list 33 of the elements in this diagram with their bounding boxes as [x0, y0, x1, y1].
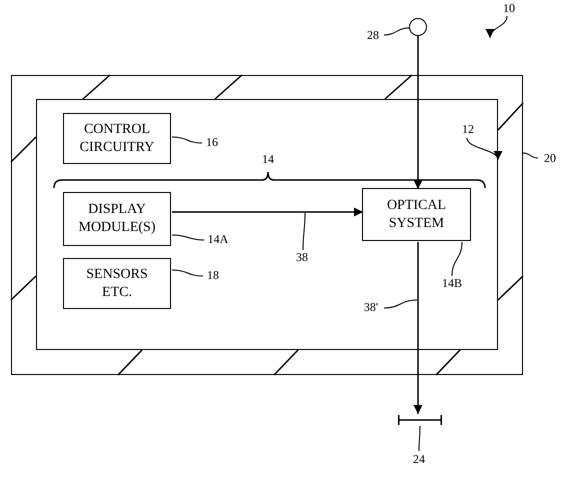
optics-block: OPTICAL SYSTEM — [362, 188, 471, 241]
circuit-block: CONTROL CIRCUITRY — [63, 113, 171, 164]
leader-line — [172, 270, 204, 276]
reference-numeral: 20 — [538, 150, 562, 166]
display-block: DISPLAY MODULE(S) — [63, 192, 171, 246]
reference-numeral: 38 — [291, 249, 313, 265]
reference-numeral: 14 — [261, 151, 275, 167]
leader-line — [172, 136, 202, 144]
reference-numeral: 18 — [202, 267, 224, 283]
reference-numeral: 24 — [408, 451, 430, 467]
leader-line — [522, 152, 538, 158]
leader-arrow — [466, 138, 500, 160]
leader-line — [418, 426, 420, 452]
reference-numeral: 10 — [498, 0, 520, 16]
source-circle — [409, 18, 427, 36]
leader-arrow — [486, 16, 508, 38]
arrow — [414, 36, 422, 189]
reference-numeral: 38' — [359, 299, 383, 315]
reference-numeral: 14A — [203, 231, 233, 247]
leader-line — [302, 212, 306, 250]
target-bar — [398, 414, 442, 426]
reference-numeral: 14B — [437, 275, 467, 291]
reference-numeral: 12 — [457, 121, 479, 137]
leader-line — [384, 28, 410, 36]
arrow — [414, 242, 422, 414]
leader-line — [452, 242, 462, 276]
reference-numeral: 28 — [362, 27, 384, 43]
arrow — [172, 208, 363, 216]
device-frame — [36, 98, 498, 350]
leader-line — [172, 234, 204, 240]
sensor-block: SENSORS ETC. — [63, 258, 171, 309]
leader-line — [384, 300, 418, 308]
reference-numeral: 16 — [201, 134, 223, 150]
